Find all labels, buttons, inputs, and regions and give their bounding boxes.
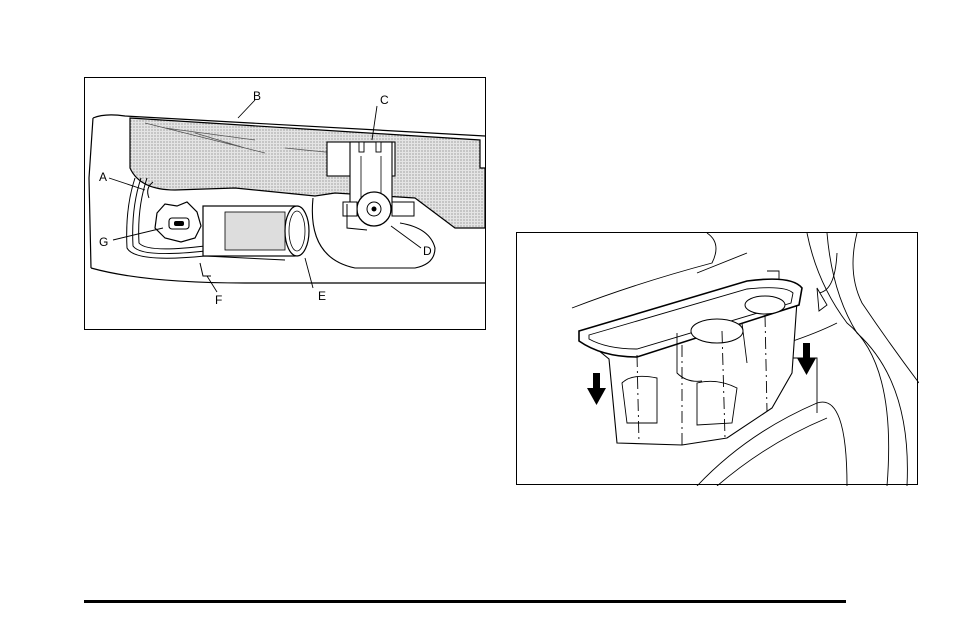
down-arrow-icon — [587, 373, 606, 405]
console-tray-figure — [516, 232, 918, 485]
callout-c: C — [380, 93, 389, 107]
console-tray-illustration — [517, 233, 919, 486]
callout-f: F — [215, 293, 222, 307]
page-footer-rule — [84, 600, 846, 603]
callout-e: E — [318, 289, 326, 303]
down-arrow-icon — [797, 343, 816, 375]
callout-g: G — [99, 235, 108, 249]
callout-d: D — [423, 244, 432, 258]
callout-a: A — [99, 170, 107, 184]
washer-pump-illustration: B C A G D E F — [85, 78, 487, 331]
washer-pump-figure: B C A G D E F — [84, 77, 486, 330]
callout-b: B — [253, 89, 261, 103]
